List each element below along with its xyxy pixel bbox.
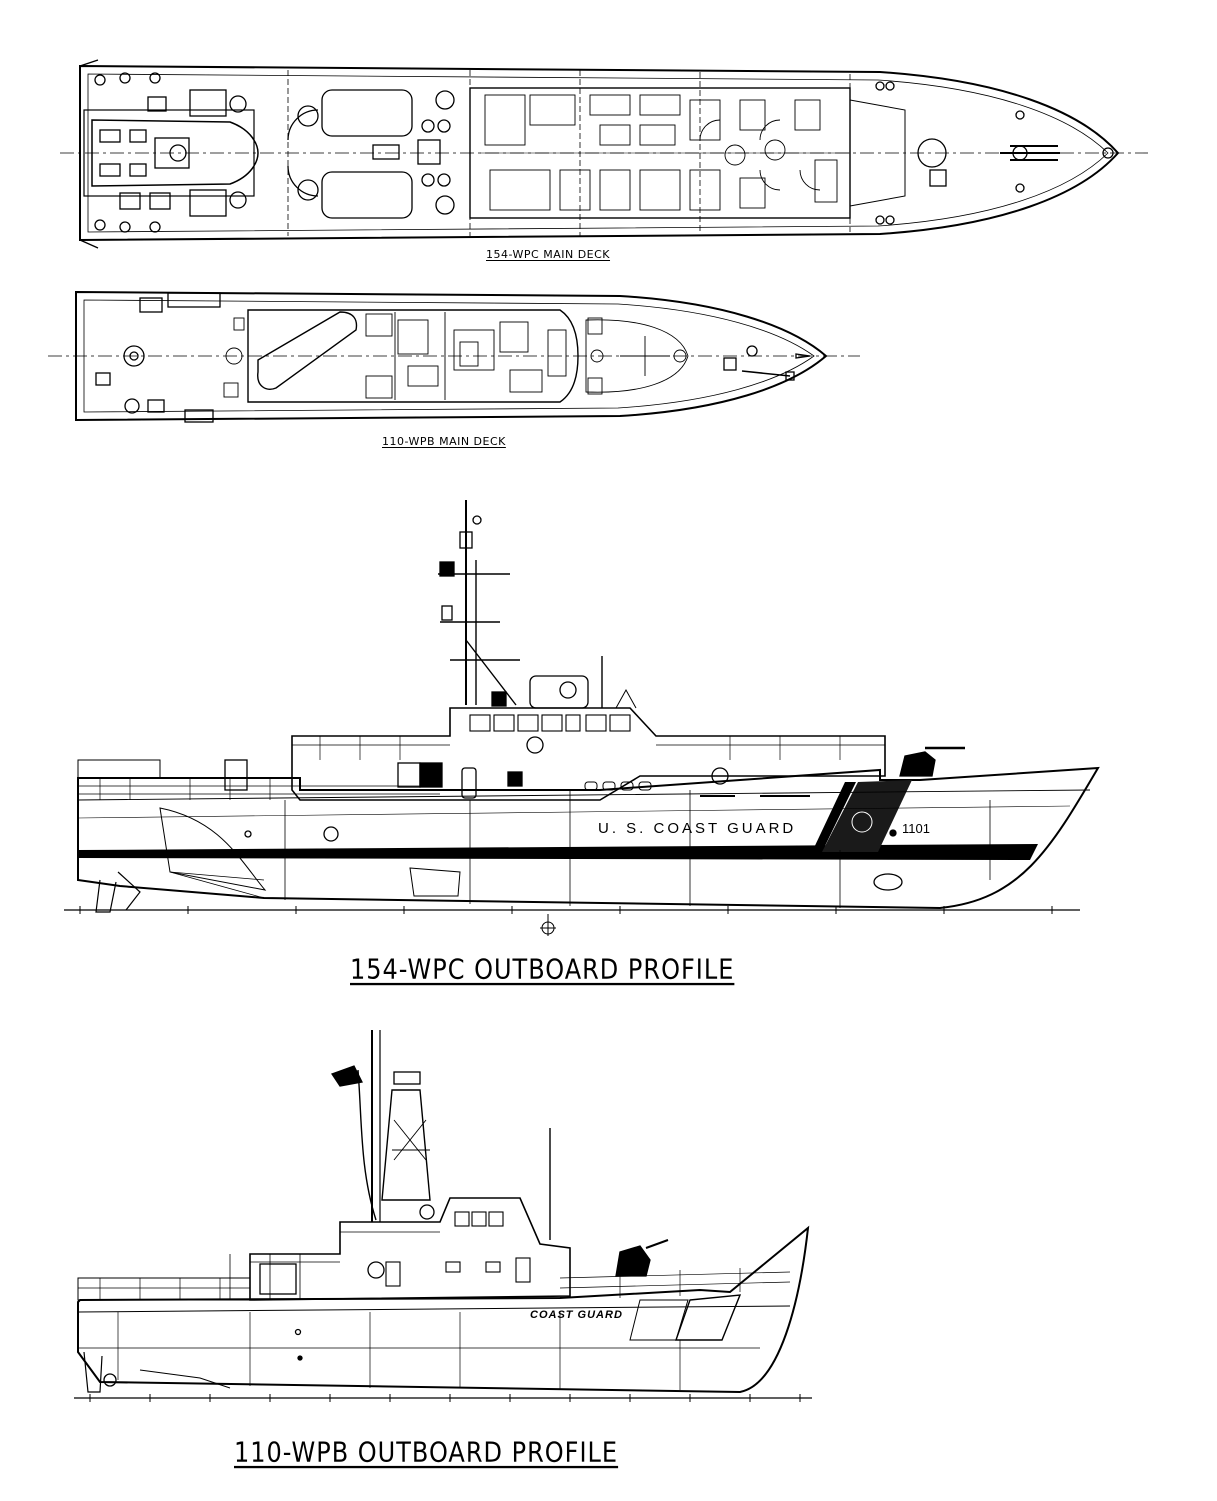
wpc-forward-gun (899, 751, 936, 777)
wpb-mast (331, 1030, 551, 1240)
wpc-liferaft-stbd (321, 171, 413, 219)
wpc-liferaft-port (321, 89, 413, 137)
wpc-hull-number: 1101 (902, 821, 930, 836)
wpc-deck-hull-outline (79, 64, 1120, 242)
wpc-racing-stripe (812, 782, 856, 852)
wpc-mast (438, 500, 520, 707)
wpc-small-boat (91, 119, 259, 187)
wpb-main-deck-caption: 110-WPB MAIN DECK (382, 435, 506, 448)
wpc-midship-symbol (540, 914, 556, 936)
wpb-hull-name: COAST GUARD (530, 1309, 623, 1321)
wpc-stern-ramp (83, 109, 255, 197)
wpb-deck-hull-outline (75, 290, 828, 422)
wpc-outboard-profile-caption: 154-WPC OUTBOARD PROFILE (350, 953, 735, 986)
wpb-hull-profile (77, 1225, 810, 1394)
wpc-outboard-profile: U. S. COAST GUARD 1101 (64, 500, 1100, 936)
wpb-deckhouse (247, 309, 579, 403)
wpc-hull-profile (77, 766, 1100, 910)
wpb-outboard-profile: COAST GUARD (74, 1030, 812, 1402)
wpb-small-boat (257, 311, 358, 390)
wpb-outboard-profile-caption: 110-WPB OUTBOARD PROFILE (234, 1436, 619, 1469)
wpc-anchor-chain (1000, 145, 1060, 161)
wpb-main-deck-plan (48, 290, 860, 423)
wpb-forward-gun (615, 1245, 651, 1277)
wpc-superstructure (291, 707, 886, 801)
wpb-superstructure (249, 1197, 571, 1301)
wpc-hull-name: U. S. COAST GUARD (598, 820, 796, 837)
wpc-main-deck-plan (60, 59, 1148, 249)
wpc-main-deck-caption: 154-WPC MAIN DECK (486, 248, 611, 261)
